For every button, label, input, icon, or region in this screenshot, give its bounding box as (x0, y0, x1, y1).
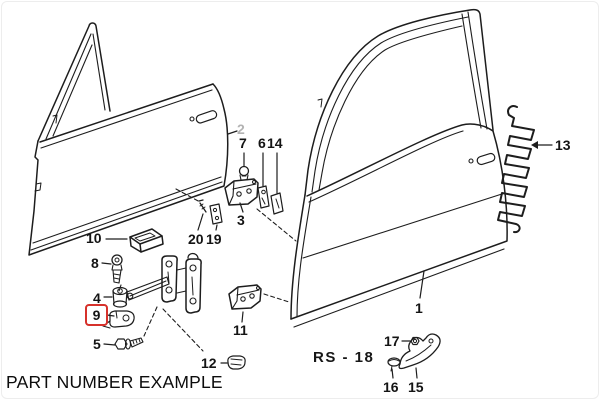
leader-13-arrowhead (531, 141, 538, 149)
diagram-caption: PART NUMBER EXAMPLE (6, 372, 223, 392)
part-label-9[interactable]: 9 (92, 307, 101, 323)
part-label-5[interactable]: 5 (93, 336, 101, 352)
part-label-12[interactable]: 12 (201, 355, 217, 371)
part-label-14[interactable]: 14 (267, 135, 283, 151)
part-label-13[interactable]: 13 (555, 137, 571, 153)
part-19-plate-drawing (209, 203, 223, 225)
part-label-10[interactable]: 10 (86, 230, 102, 246)
leader-lines (101, 130, 553, 379)
part-4-bushing-drawing (112, 286, 128, 308)
leader-11 (241, 311, 244, 323)
part-6-plate-drawing (257, 185, 270, 209)
part-14-plate-drawing (270, 192, 284, 215)
part-label-3[interactable]: 3 (237, 212, 245, 228)
part-8-pin-drawing (111, 254, 123, 284)
part-10-pocket-drawing (129, 228, 164, 253)
part-label-7[interactable]: 7 (239, 135, 247, 151)
part-3-hinge-drawing (224, 178, 259, 206)
leader-2 (227, 130, 238, 135)
part-17-nut-drawing (410, 336, 420, 346)
part-12-grommet-drawing (227, 355, 246, 370)
part-label-15[interactable]: 15 (408, 379, 424, 395)
part-label-19[interactable]: 19 (206, 231, 222, 247)
left-door-handle-cutout (195, 110, 218, 124)
part-label-6[interactable]: 6 (258, 135, 266, 151)
part-label-17[interactable]: 17 (384, 333, 400, 349)
door-check-assembly-drawing (126, 252, 202, 314)
part-label-20[interactable]: 20 (188, 231, 204, 247)
leader-1 (419, 270, 425, 299)
part-7-bolt-drawing (238, 165, 250, 181)
assembly-dashed-lines (118, 188, 297, 352)
part-13-seal-strip-drawing (497, 105, 535, 234)
right-door-drawing (290, 8, 508, 328)
left-door-drawing (28, 22, 229, 256)
part-label-2[interactable]: 2 (237, 121, 245, 137)
leader-15 (415, 367, 418, 379)
part-15-bracket-drawing (398, 333, 441, 370)
part-label-16[interactable]: 16 (383, 379, 399, 395)
leader-8 (101, 262, 112, 265)
leader-19 (215, 224, 218, 231)
part-label-11[interactable]: 11 (233, 322, 248, 338)
right-door-handle-cutout (476, 152, 496, 166)
leader-20 (197, 213, 204, 231)
part-11-hinge-drawing (228, 284, 262, 310)
part-20-screw-drawing (198, 199, 207, 213)
leader-3 (239, 202, 244, 213)
leader-16 (391, 368, 394, 379)
part-16-plug-drawing (387, 357, 401, 372)
part-label-9-highlight-box[interactable]: 9 (85, 304, 108, 326)
part-5-bolt-drawing (114, 337, 144, 350)
part-label-4[interactable]: 4 (93, 290, 101, 306)
part-label-1[interactable]: 1 (415, 300, 423, 316)
sheet-code: RS - 18 (313, 349, 375, 366)
leader-9 (106, 314, 115, 317)
part-label-8[interactable]: 8 (91, 255, 99, 271)
leader-5 (103, 343, 116, 346)
